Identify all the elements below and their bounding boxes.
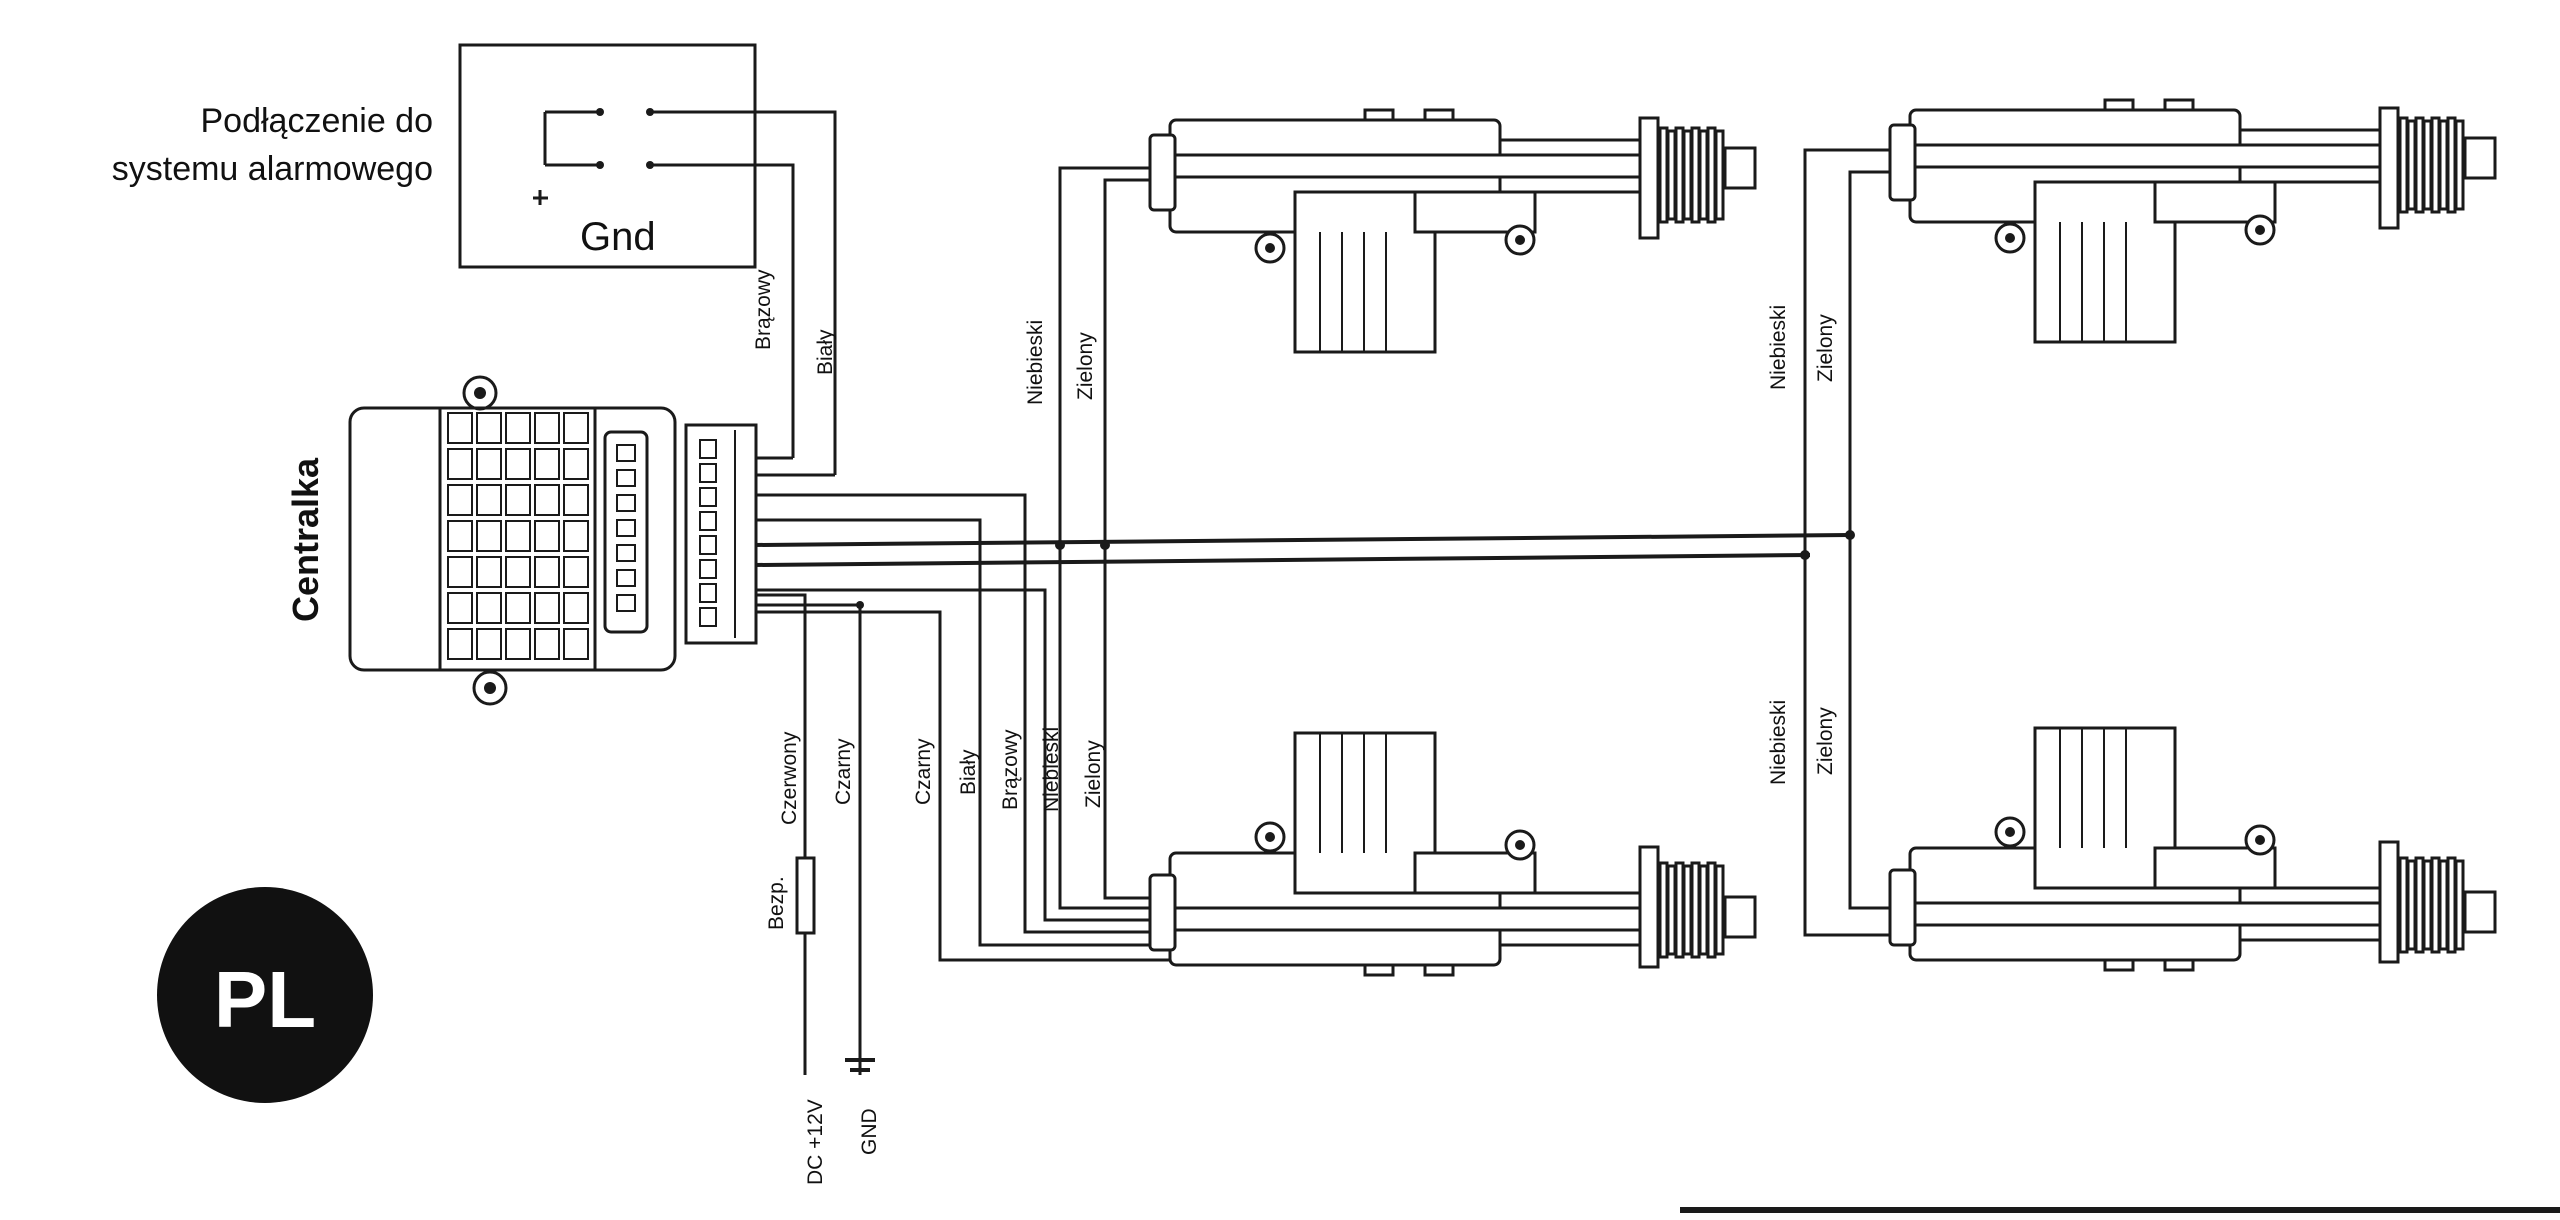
alarm-gnd-label: Gnd — [580, 215, 656, 259]
label-green-ll: Zielony — [1082, 740, 1105, 808]
control-unit-label: Centralka — [285, 457, 326, 622]
control-unit-pins — [616, 444, 636, 612]
label-white-ll: Biały — [957, 749, 980, 795]
gnd-power-label: GND — [858, 1108, 881, 1155]
actuator-upper-right — [1888, 98, 2497, 344]
label-blue-lr: Niebieski — [1767, 700, 1790, 785]
alarm-label-line1: Podłączenie do — [200, 102, 433, 140]
label-black-power: Czarny — [832, 738, 855, 805]
actuator-lower-right — [1888, 726, 2497, 972]
label-blue-ul: Niebieski — [1024, 320, 1047, 405]
pl-badge: PL — [157, 887, 373, 1103]
connector-pins — [699, 430, 736, 638]
control-unit-keypad-grid — [438, 406, 597, 672]
label-blue-ur: Niebieski — [1767, 305, 1790, 390]
label-black-ll: Czarny — [912, 738, 935, 805]
wire-labels: Brązowy Biały Niebieski Zielony Niebiesk… — [752, 269, 1837, 825]
label-brown-ll: Brązowy — [999, 729, 1022, 810]
pl-badge-text: PL — [214, 955, 316, 1044]
fuse — [795, 856, 816, 935]
dc-label: DC +12V — [804, 1099, 827, 1185]
label-brown-alarm: Brązowy — [752, 269, 775, 350]
control-unit — [348, 375, 758, 706]
label-green-ul: Zielony — [1074, 332, 1097, 400]
label-blue-ll: Niebieski — [1040, 727, 1063, 812]
wiring-harness — [755, 148, 1905, 1050]
alarm-label-line2: systemu alarmowego — [112, 150, 433, 188]
label-red-power: Czerwony — [778, 731, 801, 825]
label-green-lr: Zielony — [1814, 707, 1837, 775]
actuator-lower-left — [1148, 731, 1757, 977]
label-green-ur: Zielony — [1814, 314, 1837, 382]
power-section: Bezp. DC +12V GND — [765, 856, 881, 1185]
label-white-alarm: Biały — [814, 329, 837, 375]
actuator-upper-left — [1148, 108, 1757, 354]
alarm-connection-box: Gnd — [458, 43, 837, 475]
fuse-label: Bezp. — [765, 876, 788, 930]
